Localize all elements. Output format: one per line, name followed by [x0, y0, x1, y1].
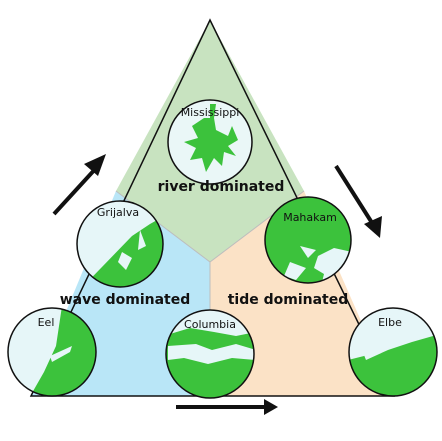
delta-mississippi-circle	[167, 99, 253, 185]
delta-grijalva-circle	[76, 200, 164, 288]
label-columbia: Columbia	[184, 318, 236, 331]
label-wave-dominated: wave dominated	[60, 292, 191, 308]
region-tide-dominated	[210, 191, 394, 396]
delta-eel-circle	[7, 307, 97, 397]
mississippi-landform	[184, 104, 238, 172]
delta-elbe-circle	[348, 307, 438, 397]
label-mahakam: Mahakam	[283, 211, 337, 224]
eel-landform	[28, 308, 96, 396]
arrow-left	[52, 154, 106, 216]
label-eel: Eel	[38, 316, 55, 329]
label-mississippi: Mississippi	[181, 106, 240, 119]
elbe-landform	[349, 308, 437, 360]
arrow-right	[334, 164, 382, 238]
arrow-bottom	[176, 399, 278, 415]
label-river-dominated: river dominated	[158, 179, 285, 195]
label-elbe: Elbe	[378, 316, 402, 329]
label-grijalva: Grijalva	[97, 206, 139, 219]
label-tide-dominated: tide dominated	[228, 292, 349, 308]
